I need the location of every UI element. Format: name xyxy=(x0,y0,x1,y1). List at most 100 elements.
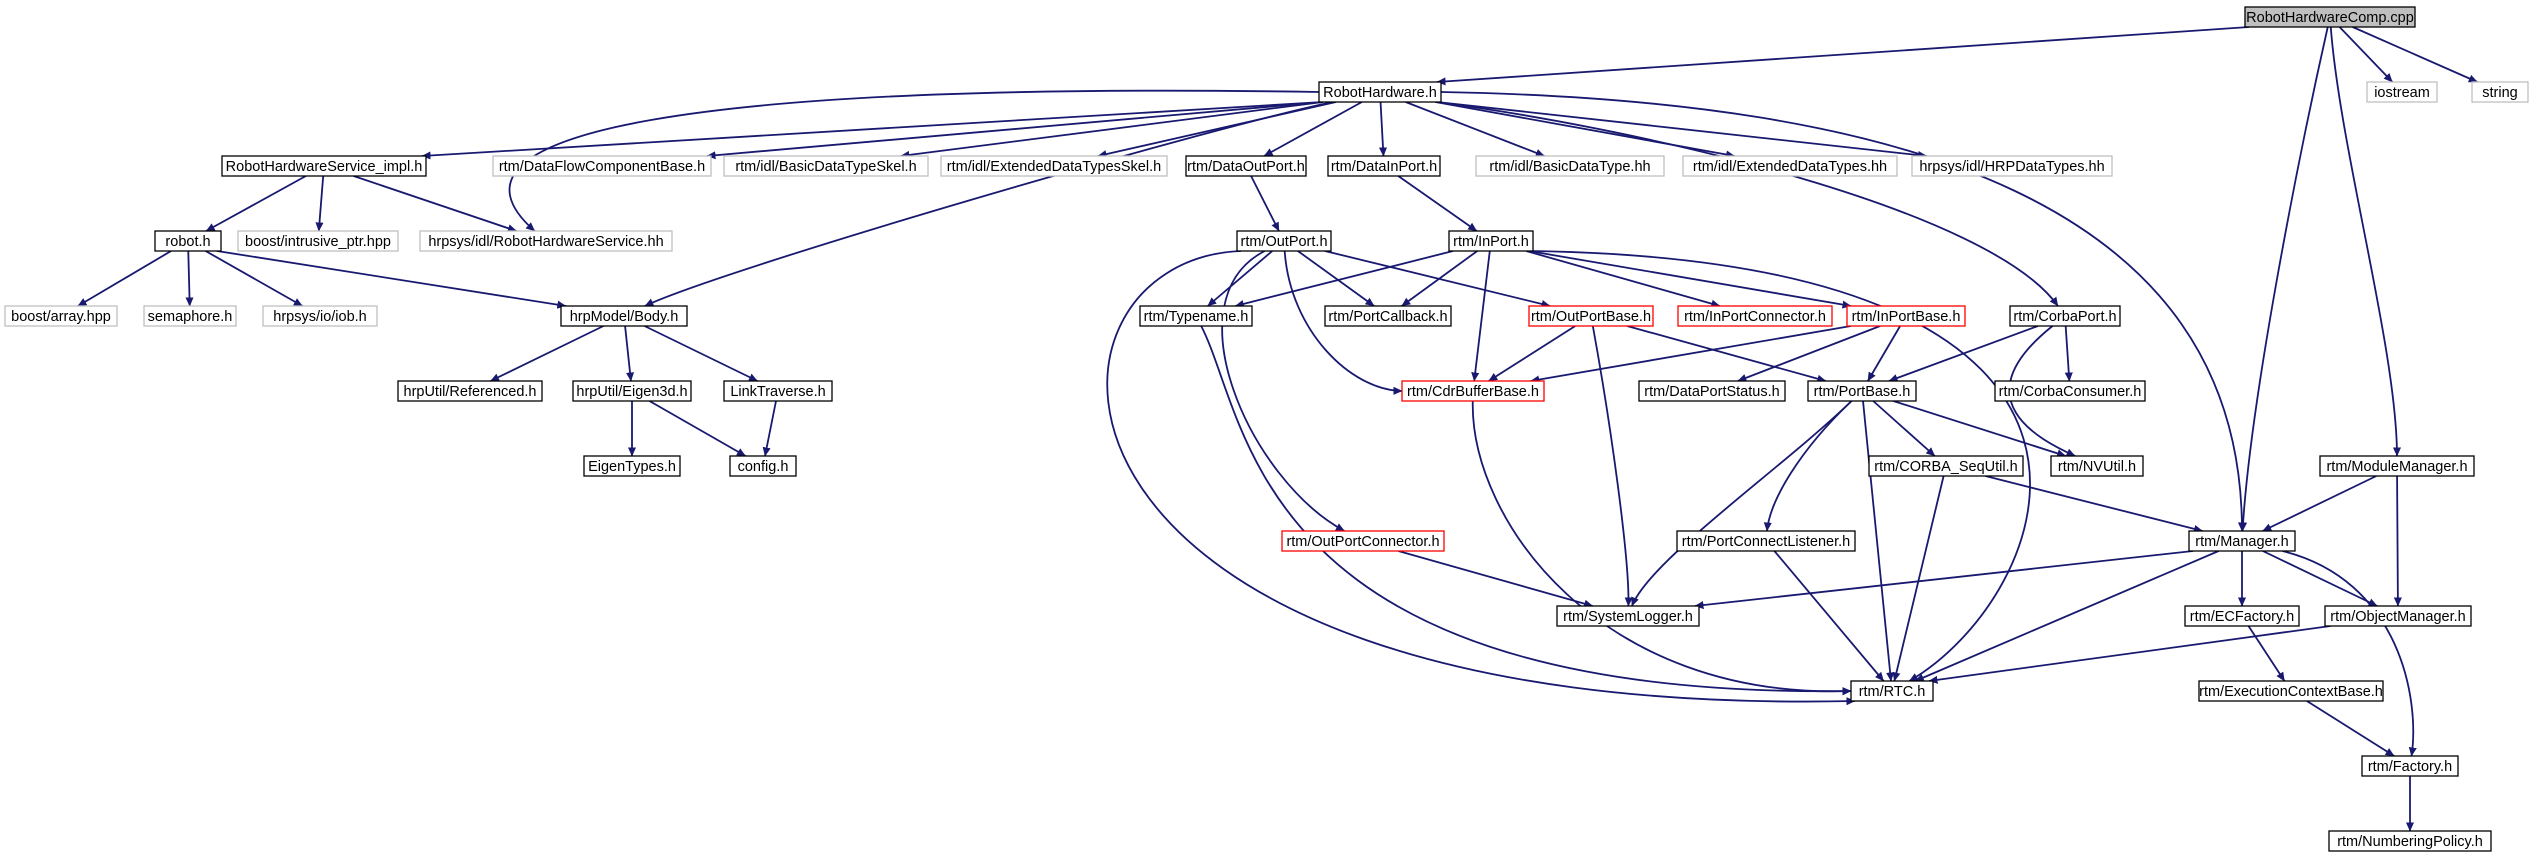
node-rtm-idl-basicdatatypeskel-h[interactable]: rtm/idl/BasicDataTypeSkel.h xyxy=(723,155,929,177)
node-boost-intrusive-ptr-hpp[interactable]: boost/intrusive_ptr.hpp xyxy=(237,230,399,252)
node-box xyxy=(2319,455,2475,477)
node-robot-h[interactable]: robot.h xyxy=(154,230,222,252)
node-rtm-datainport-h[interactable]: rtm/DataInPort.h xyxy=(1327,155,1441,177)
edge-rtm-portbase-h-to-rtm-nvutil-h xyxy=(1893,400,2067,458)
node-box xyxy=(237,230,399,252)
edge-robothardwareservice-impl-h-to-boost-intrusive-ptr-hpp xyxy=(315,175,325,232)
node-box xyxy=(1807,380,1917,402)
node-rtm-idl-basicdatatype-hh[interactable]: rtm/idl/BasicDataType.hh xyxy=(1475,155,1665,177)
node-label: rtm/idl/ExtendedDataTypes.hh xyxy=(1693,159,1887,175)
node-hrputil-eigen3d-h[interactable]: hrpUtil/Eigen3d.h xyxy=(572,380,692,402)
node-label: rtm/CORBA_SeqUtil.h xyxy=(1874,459,2017,475)
node-rtm-portbase-h[interactable]: rtm/PortBase.h xyxy=(1807,380,1917,402)
node-label: rtm/OutPort.h xyxy=(1240,234,1327,250)
node-label: hrpUtil/Eigen3d.h xyxy=(576,384,687,400)
node-robothardware-h[interactable]: RobotHardware.h xyxy=(1318,81,1442,103)
edge-robothardware-h-to-rtm-dataflowcomponentbase-h xyxy=(706,101,1324,160)
node-box xyxy=(1846,305,1966,327)
node-rtm-dataflowcomponentbase-h[interactable]: rtm/DataFlowComponentBase.h xyxy=(492,155,712,177)
node-box xyxy=(1682,155,1898,177)
node-rtm-typename-h[interactable]: rtm/Typename.h xyxy=(1139,305,1253,327)
node-rtm-idl-extendeddatatypesskel-h[interactable]: rtm/idl/ExtendedDataTypesSkel.h xyxy=(940,155,1168,177)
node-rtm-rtc-h[interactable]: rtm/RTC.h xyxy=(1850,680,1934,702)
node-hrpmodel-body-h[interactable]: hrpModel/Body.h xyxy=(560,305,688,327)
node-label: rtm/ObjectManager.h xyxy=(2330,609,2465,625)
node-rtm-executioncontextbase-h[interactable]: rtm/ExecutionContextBase.h xyxy=(2198,680,2384,702)
edge-robothardware-h-to-hrpmodel-body-h xyxy=(644,101,1333,307)
edge-hrpmodel-body-h-to-hrputil-referenced-h xyxy=(490,325,604,382)
edge-rtm-inportbase-h-to-rtm-dataportstatus-h xyxy=(1737,325,1881,382)
node-robothardwarecomp-cpp[interactable]: RobotHardwareComp.cpp xyxy=(2244,6,2416,28)
node-box xyxy=(1448,230,1534,252)
edge-robot-h-to-semaphore-h xyxy=(185,250,194,307)
node-box xyxy=(723,380,833,402)
edge-robothardwarecomp-cpp-to-iostream xyxy=(2338,26,2394,83)
node-linktraverse-h[interactable]: LinkTraverse.h xyxy=(723,380,833,402)
node-label: rtm/PortBase.h xyxy=(1814,384,1911,400)
node-rtm-cdrbufferbase-h[interactable]: rtm/CdrBufferBase.h xyxy=(1401,380,1545,402)
node-hrputil-referenced-h[interactable]: hrpUtil/Referenced.h xyxy=(397,380,543,402)
node-rtm-portcallback-h[interactable]: rtm/PortCallback.h xyxy=(1324,305,1452,327)
node-iostream[interactable]: iostream xyxy=(2366,81,2438,103)
node-boost-array-hpp[interactable]: boost/array.hpp xyxy=(4,305,118,327)
edge-hrputil-eigen3d-h-to-config-h xyxy=(649,400,746,457)
node-rtm-inportconnector-h[interactable]: rtm/InPortConnector.h xyxy=(1677,305,1833,327)
node-rtm-outport-h[interactable]: rtm/OutPort.h xyxy=(1236,230,1332,252)
node-label: rtm/Typename.h xyxy=(1144,309,1249,325)
node-rtm-corba-sequtil-h[interactable]: rtm/CORBA_SeqUtil.h xyxy=(1868,455,2024,477)
node-rtm-idl-extendeddatatypes-hh[interactable]: rtm/idl/ExtendedDataTypes.hh xyxy=(1682,155,1898,177)
node-rtm-inport-h[interactable]: rtm/InPort.h xyxy=(1448,230,1534,252)
node-eigentypes-h[interactable]: EigenTypes.h xyxy=(583,455,681,477)
node-rtm-systemlogger-h[interactable]: rtm/SystemLogger.h xyxy=(1556,605,1700,627)
node-rtm-factory-h[interactable]: rtm/Factory.h xyxy=(2361,755,2459,777)
node-rtm-outportbase-h[interactable]: rtm/OutPortBase.h xyxy=(1528,305,1654,327)
node-rtm-outportconnector-h[interactable]: rtm/OutPortConnector.h xyxy=(1281,530,1445,552)
edge-rtm-dataoutport-h-to-rtm-outport-h xyxy=(1250,175,1280,232)
node-label: rtm/DataPortStatus.h xyxy=(1644,384,1779,400)
node-label: rtm/CdrBufferBase.h xyxy=(1407,384,1539,400)
node-box xyxy=(1185,155,1307,177)
node-rtm-corbaconsumer-h[interactable]: rtm/CorbaConsumer.h xyxy=(1994,380,2146,402)
edge-rtm-inport-h-to-rtm-rtc-h xyxy=(1528,250,2031,682)
node-box xyxy=(1528,305,1654,327)
node-rtm-portconnectlistener-h[interactable]: rtm/PortConnectListener.h xyxy=(1676,530,1856,552)
edge-rtm-manager-h-to-rtm-rtc-h xyxy=(1914,550,2220,682)
edge-rtm-corba-sequtil-h-to-rtm-rtc-h xyxy=(1892,475,1945,682)
edge-robot-h-to-hrpsys-io-iob-h xyxy=(205,250,303,307)
node-box xyxy=(1236,230,1332,252)
node-label: rtm/SystemLogger.h xyxy=(1563,609,1693,625)
edge-robothardware-h-to-rtm-datainport-h xyxy=(1378,101,1388,157)
node-config-h[interactable]: config.h xyxy=(729,455,797,477)
node-label: rtm/CorbaConsumer.h xyxy=(1999,384,2142,400)
edge-rtm-portbase-h-to-rtm-rtc-h xyxy=(1862,400,1895,682)
node-rtm-dataportstatus-h[interactable]: rtm/DataPortStatus.h xyxy=(1638,380,1786,402)
node-semaphore-h[interactable]: semaphore.h xyxy=(143,305,237,327)
node-rtm-manager-h[interactable]: rtm/Manager.h xyxy=(2188,530,2296,552)
node-rtm-corbaport-h[interactable]: rtm/CorbaPort.h xyxy=(2009,305,2121,327)
edge-rtm-inport-h-to-rtm-typename-h xyxy=(1234,250,1454,308)
node-label: semaphore.h xyxy=(148,309,233,325)
node-rtm-nvutil-h[interactable]: rtm/NVUtil.h xyxy=(2050,455,2144,477)
edge-rtm-manager-h-to-rtm-factory-h xyxy=(2282,550,2417,757)
edge-robothardware-h-to-hrpsys-idl-robothardwareservice-hh xyxy=(508,89,1320,232)
node-box xyxy=(2328,830,2492,852)
edge-rtm-inport-h-to-rtm-inportconnector-h xyxy=(1525,250,1721,308)
edge-hrpmodel-body-h-to-linktraverse-h xyxy=(644,325,758,382)
node-box xyxy=(1475,155,1665,177)
node-rtm-numberingpolicy-h[interactable]: rtm/NumberingPolicy.h xyxy=(2328,830,2492,852)
node-string[interactable]: string xyxy=(2471,81,2529,103)
node-rtm-objectmanager-h[interactable]: rtm/ObjectManager.h xyxy=(2324,605,2472,627)
node-box xyxy=(1676,530,1856,552)
node-box xyxy=(2244,6,2416,28)
node-rtm-ecfactory-h[interactable]: rtm/ECFactory.h xyxy=(2184,605,2300,627)
node-label: rtm/OutPortConnector.h xyxy=(1286,534,1439,550)
edge-robothardware-h-to-rtm-idl-basicdatatypeskel-h xyxy=(900,101,1324,159)
node-hrpsys-idl-robothardwareservice-hh[interactable]: hrpsys/idl/RobotHardwareService.hh xyxy=(419,230,673,252)
node-box xyxy=(1850,680,1934,702)
node-hrpsys-io-iob-h[interactable]: hrpsys/io/iob.h xyxy=(262,305,378,327)
node-hrpsys-idl-hrpdatatypes-hh[interactable]: hrpsys/idl/HRPDataTypes.hh xyxy=(1911,155,2113,177)
node-rtm-modulemanager-h[interactable]: rtm/ModuleManager.h xyxy=(2319,455,2475,477)
node-rtm-inportbase-h[interactable]: rtm/InPortBase.h xyxy=(1846,305,1966,327)
node-robothardwareservice-impl-h[interactable]: RobotHardwareService_impl.h xyxy=(221,155,427,177)
node-rtm-dataoutport-h[interactable]: rtm/DataOutPort.h xyxy=(1185,155,1307,177)
